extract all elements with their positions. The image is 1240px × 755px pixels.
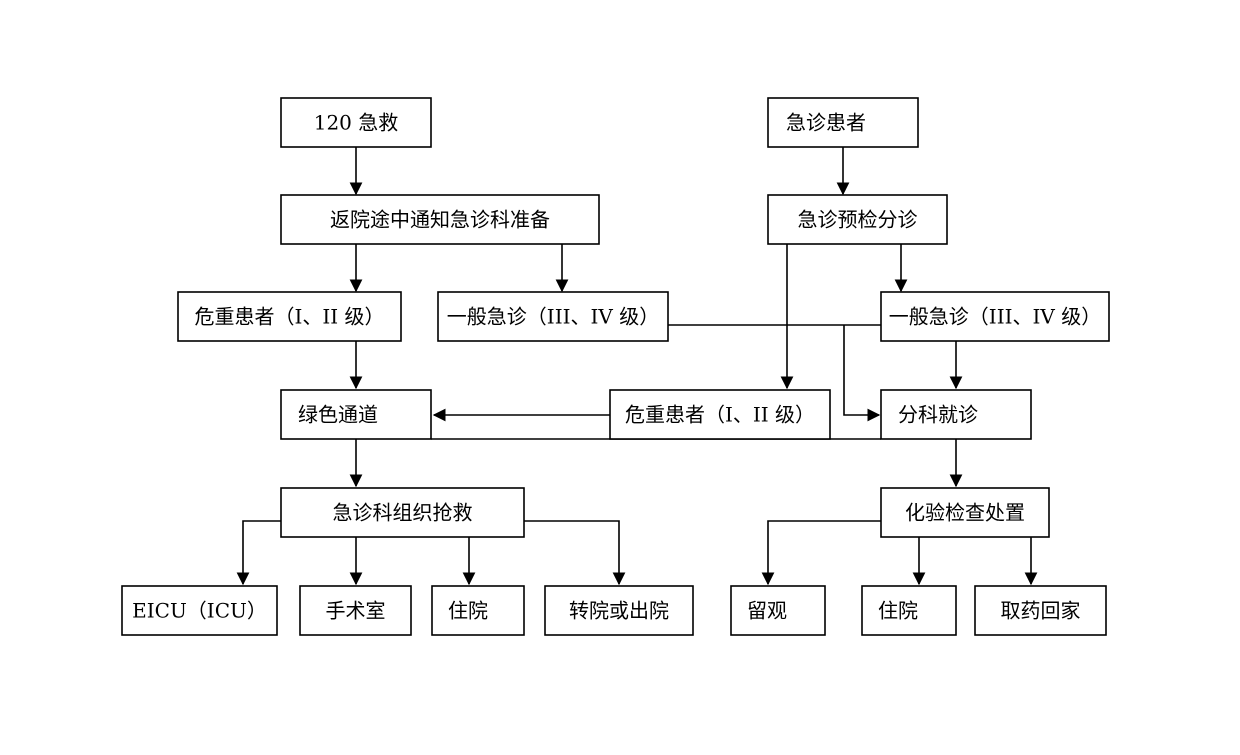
node-label: 留观 — [747, 599, 787, 623]
node-general-left: 一般急诊（III、IV 级） — [437, 291, 669, 342]
node-label: 返院途中通知急诊科准备 — [330, 208, 550, 232]
arrow-lab-to-observation — [761, 520, 881, 586]
node-organize-rescue: 急诊科组织抢救 — [280, 487, 525, 538]
node-hospitalize-left: 住院 — [431, 585, 525, 636]
node-transfer-discharge: 转院或出院 — [544, 585, 694, 636]
node-take-medicine-home: 取药回家 — [974, 585, 1107, 636]
node-operating-room: 手术室 — [299, 585, 412, 636]
arrow-rescue-to-transfer — [524, 520, 626, 586]
node-critical-right: 危重患者（I、II 级） — [609, 389, 831, 440]
node-label: 住院 — [448, 599, 488, 623]
node-label: 绿色通道 — [298, 403, 378, 427]
arrow-general-to-dept — [843, 325, 881, 422]
node-green-channel: 绿色通道 — [280, 389, 432, 440]
node-label: 一般急诊（III、IV 级） — [447, 305, 659, 329]
node-label: 危重患者（I、II 级） — [625, 403, 815, 427]
node-120-ambulance: 120 急救 — [280, 97, 432, 148]
node-label: 危重患者（I、II 级） — [194, 305, 384, 329]
node-label: 急诊预检分诊 — [798, 208, 918, 232]
node-notify-prepare: 返院途中通知急诊科准备 — [280, 194, 600, 245]
node-label: 住院 — [878, 599, 918, 623]
node-label: 急诊患者 — [786, 111, 866, 135]
node-label: 取药回家 — [1001, 599, 1081, 623]
node-label: 化验检查处置 — [905, 501, 1025, 525]
node-label: 一般急诊（III、IV 级） — [889, 305, 1101, 329]
node-dept-visit: 分科就诊 — [880, 389, 1032, 440]
node-triage: 急诊预检分诊 — [767, 194, 948, 245]
node-label: EICU（ICU） — [132, 599, 267, 623]
node-label: 急诊科组织抢救 — [333, 501, 473, 525]
node-eicu: EICU（ICU） — [121, 585, 278, 636]
node-critical-left: 危重患者（I、II 级） — [177, 291, 402, 342]
node-label: 分科就诊 — [898, 403, 978, 427]
node-emergency-patient: 急诊患者 — [767, 97, 919, 148]
node-general-right: 一般急诊（III、IV 级） — [880, 291, 1110, 342]
node-observation: 留观 — [730, 585, 826, 636]
node-label: 120 急救 — [314, 111, 399, 135]
node-hospitalize-right: 住院 — [861, 585, 957, 636]
arrow-rescue-to-eicu — [236, 520, 282, 586]
node-label: 转院或出院 — [569, 599, 669, 623]
node-lab-exam: 化验检查处置 — [880, 487, 1050, 538]
node-label: 手术室 — [326, 599, 386, 623]
